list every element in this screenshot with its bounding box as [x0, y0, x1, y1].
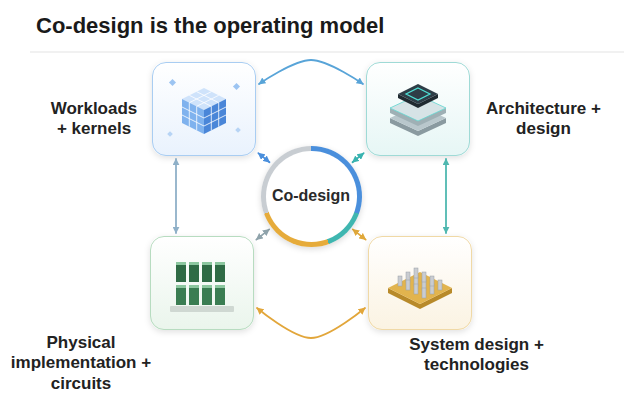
module-cap: [189, 262, 199, 265]
tile-ground: [150, 236, 254, 330]
label-holder: System design + technologies: [404, 335, 549, 376]
domain-tile: Workloads + kernels: [152, 62, 256, 156]
tile-ground: [152, 62, 256, 156]
rack-module: [176, 285, 186, 305]
domain-label: System design + technologies: [404, 335, 549, 376]
rack-icon: [170, 262, 234, 312]
rack-module: [189, 262, 199, 282]
rack-module: [215, 262, 225, 282]
link-arrow: [256, 229, 269, 239]
module-cap: [176, 285, 186, 288]
module-cap: [215, 262, 225, 265]
rack-module: [189, 285, 199, 305]
cube-icon: [167, 79, 241, 137]
chip-stack-icon: [390, 84, 446, 136]
label-holder: Workloads + kernels: [45, 99, 143, 140]
module-cap: [215, 285, 225, 288]
label-holder: Physical implementation + circuits: [7, 333, 155, 394]
link-arrow: [175, 159, 177, 233]
tile-ground: [368, 236, 472, 330]
cube-grid: [182, 92, 226, 131]
domain-tile: System design + technologies: [368, 236, 472, 330]
domain-tile: Physical implementation + circuits: [150, 236, 254, 330]
pin: [430, 276, 434, 286]
package-icon: [388, 268, 452, 309]
rack-base: [170, 306, 234, 312]
grid-line: [211, 106, 212, 130]
diagram-title: Co-design is the operating model: [36, 13, 384, 39]
grid-line: [182, 115, 204, 126]
label-holder: Co-design: [272, 186, 350, 205]
hub-label: Co-design: [272, 186, 350, 205]
mini-cube: [167, 131, 173, 137]
link-arrow: [257, 308, 365, 338]
pin: [406, 280, 410, 290]
link-arrow: [353, 153, 364, 162]
label-holder: Architecture + design: [481, 99, 606, 140]
domain-label: Workloads + kernels: [45, 99, 143, 140]
pin: [422, 272, 426, 282]
pin: [438, 280, 442, 290]
mini-cube: [233, 83, 240, 90]
grid-line: [218, 103, 219, 127]
package-top: [388, 272, 452, 304]
chip-top: [398, 84, 438, 104]
link-arrow: [258, 153, 269, 162]
tile-ground: [366, 62, 470, 156]
mini-cube: [235, 127, 241, 133]
link-arrow: [445, 159, 447, 233]
domain-label: Physical implementation + circuits: [7, 333, 155, 394]
rack-module: [215, 285, 225, 305]
pin-array: [398, 268, 442, 298]
rack-module: [202, 285, 212, 305]
domain-tile: Architecture + design: [366, 62, 470, 156]
rack-module: [176, 262, 186, 282]
module-cap: [189, 285, 199, 288]
domain-label: Architecture + design: [481, 99, 606, 140]
pin: [422, 288, 426, 298]
rack-module: [202, 262, 212, 282]
module-cap: [202, 285, 212, 288]
link-arrow: [353, 229, 366, 239]
chip-glow: [406, 88, 430, 100]
grid-line: [204, 115, 226, 126]
title-rule: [30, 52, 624, 53]
grid-line: [189, 103, 190, 127]
pin: [398, 276, 402, 286]
link-arrow: [259, 60, 363, 84]
grid-line: [196, 106, 197, 130]
mini-cube: [169, 79, 176, 86]
pin: [414, 268, 418, 278]
module-cap: [176, 262, 186, 265]
pin: [414, 284, 418, 294]
hub-circle: Co-design: [261, 146, 362, 247]
grid-line: [197, 95, 219, 106]
module-cap: [202, 262, 212, 265]
